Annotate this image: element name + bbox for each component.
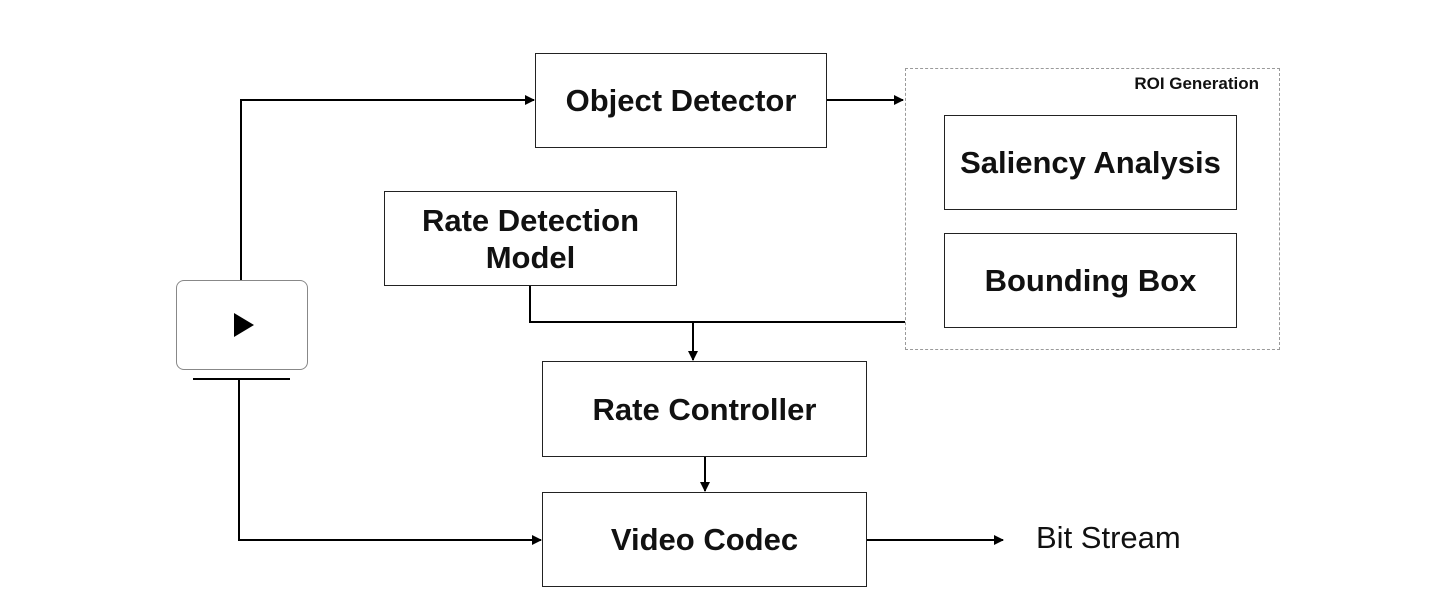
rate-controller-box: Rate Controller: [542, 361, 867, 457]
play-icon: [234, 313, 254, 337]
connector-source-to-video-codec: [238, 380, 542, 545]
bit-stream-label: Bit Stream: [1036, 520, 1181, 555]
saliency-analysis-box: Saliency Analysis: [944, 115, 1237, 210]
roi-generation-group: ROI Generation: [905, 68, 1280, 350]
video-source: [176, 280, 308, 370]
rate-detection-model-label-line1: Rate Detection: [421, 202, 640, 238]
object-detector-label: Object Detector: [565, 83, 797, 118]
object-detector-box: Object Detector: [535, 53, 827, 148]
saliency-analysis-label: Saliency Analysis: [960, 145, 1221, 180]
rate-detection-model-box: Rate Detection Model: [384, 191, 677, 286]
connector-source-to-object-detector: [240, 95, 535, 280]
connector-rate-detection-to-roi: [529, 285, 905, 323]
video-codec-box: Video Codec: [542, 492, 867, 587]
bounding-box-label: Bounding Box: [984, 263, 1197, 298]
rate-detection-model-label-line2: Model: [485, 239, 576, 275]
rate-controller-label: Rate Controller: [592, 391, 817, 427]
video-codec-label: Video Codec: [610, 522, 799, 557]
roi-generation-title: ROI Generation: [1134, 74, 1259, 93]
bounding-box-box: Bounding Box: [944, 233, 1237, 328]
